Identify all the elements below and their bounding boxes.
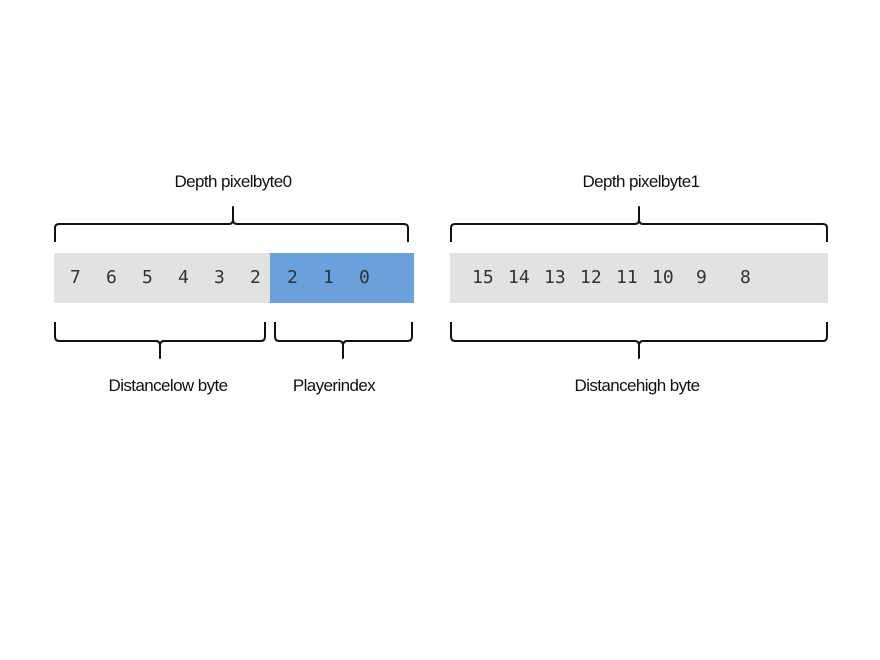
player-bit-0: 0 (359, 267, 370, 288)
byte0-top-brace (54, 206, 409, 242)
bit-12: 12 (580, 267, 602, 288)
bit-4: 4 (178, 267, 189, 288)
high-byte-brace (450, 322, 828, 359)
bit-2: 2 (250, 267, 261, 288)
bit-7: 7 (70, 267, 81, 288)
byte1-bar (450, 253, 828, 303)
bit-10: 10 (652, 267, 674, 288)
bit-14: 14 (508, 267, 530, 288)
byte0-player-bar (270, 253, 414, 303)
player-bit-1: 1 (323, 267, 334, 288)
bit-5: 5 (142, 267, 153, 288)
byte1-title: Depth pixelbyte1 (582, 172, 700, 191)
distance-high-byte-label: Distancehigh byte (574, 376, 701, 395)
bit-6: 6 (106, 267, 117, 288)
byte1-top-brace (450, 206, 828, 242)
bit-8: 8 (740, 267, 751, 288)
bit-15: 15 (472, 267, 494, 288)
bit-9: 9 (696, 267, 707, 288)
bit-13: 13 (544, 267, 566, 288)
byte0-title: Depth pixelbyte0 (174, 172, 292, 191)
byte0-low-bar (54, 253, 270, 303)
bit-11: 11 (616, 267, 638, 288)
bit-3: 3 (214, 267, 225, 288)
low-byte-brace (54, 322, 266, 359)
player-bit-2: 2 (287, 267, 298, 288)
player-index-brace (274, 322, 413, 359)
player-index-label: Playerindex (292, 376, 376, 395)
distance-low-byte-label: Distancelow byte (108, 376, 229, 395)
